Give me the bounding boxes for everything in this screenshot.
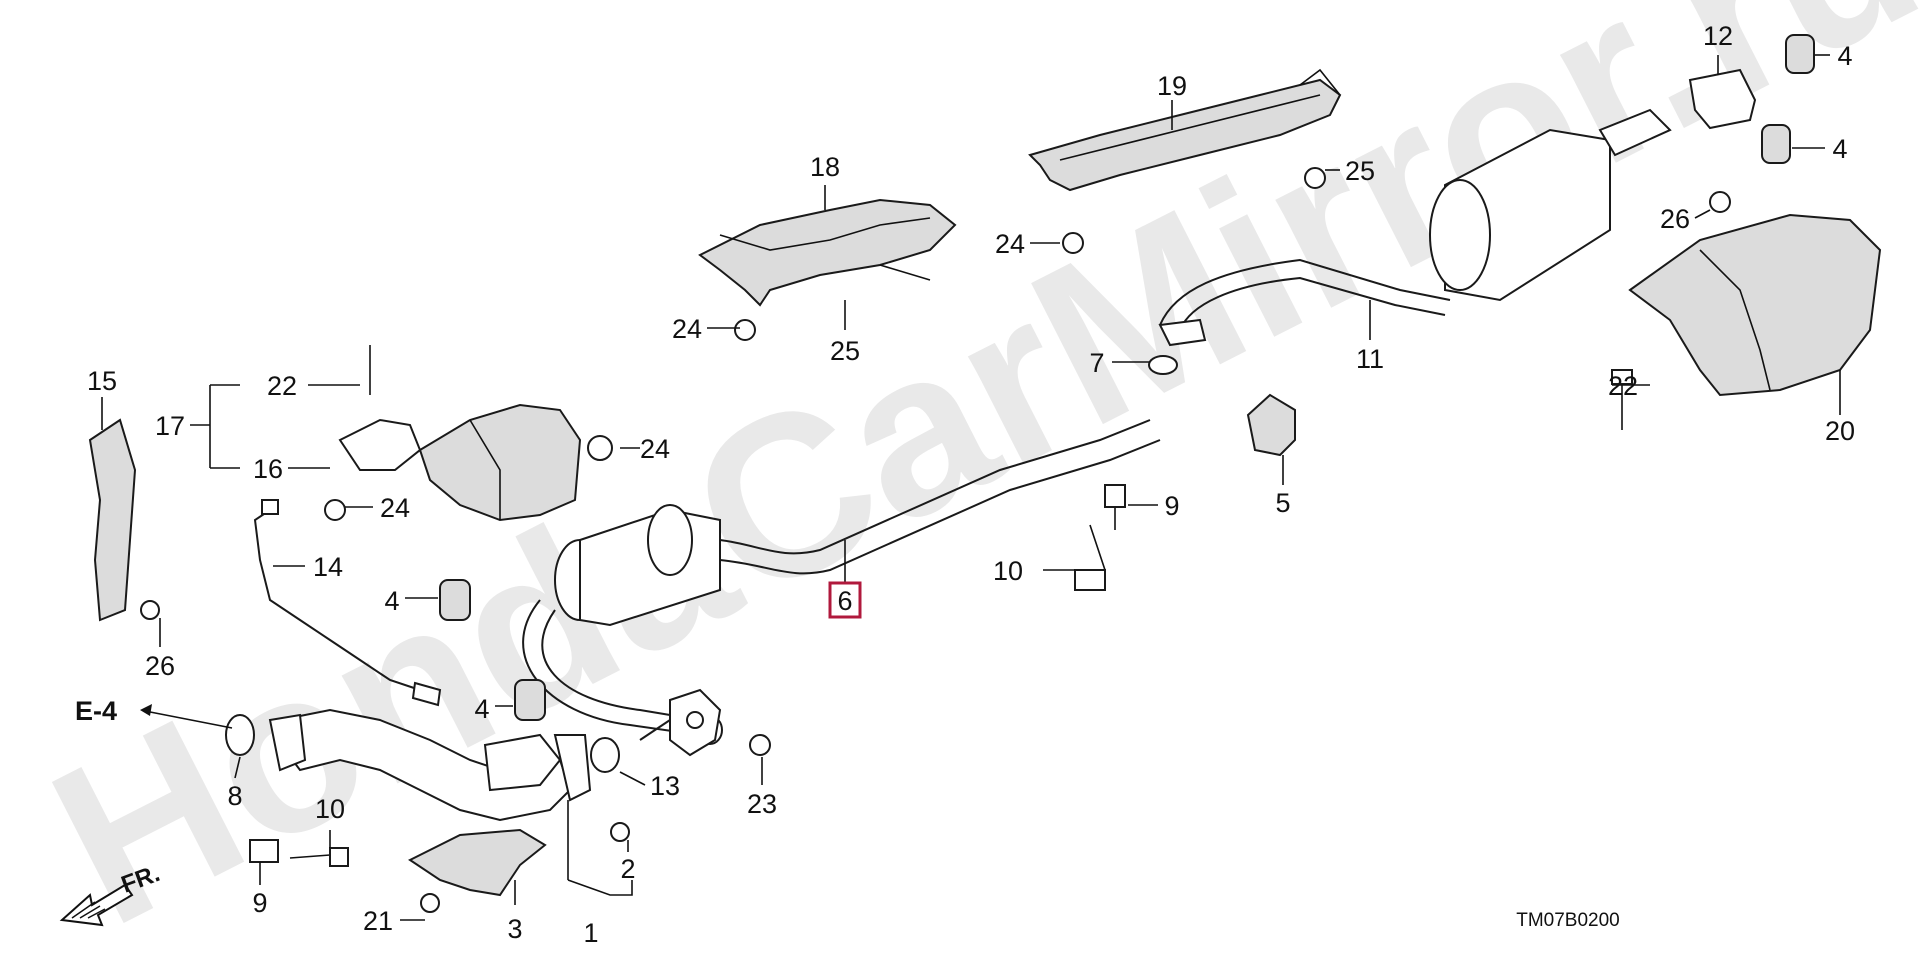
leader-lines <box>101 54 1841 921</box>
label-part-20: 20 <box>1825 416 1855 446</box>
stay-15 <box>88 418 137 622</box>
label-part-19: 19 <box>1157 71 1187 101</box>
gaskets <box>225 355 1178 773</box>
part-6-hotspot[interactable]: 6 <box>828 581 862 619</box>
diagram-code: TM07B0200 <box>1516 910 1620 931</box>
part-labels: 1 2 3 4 4 4 4 5 7 8 9 9 10 10 11 12 13 1… <box>87 21 1855 948</box>
label-part-4-d: 4 <box>1832 134 1847 164</box>
label-part-22-b: 22 <box>1608 371 1638 401</box>
label-part-25-a: 25 <box>830 336 860 366</box>
label-part-9-a: 9 <box>1164 491 1179 521</box>
label-part-15: 15 <box>87 366 117 396</box>
hanger-5 <box>1246 393 1296 457</box>
label-part-2: 2 <box>620 854 635 884</box>
label-part-24-c: 24 <box>640 434 670 464</box>
flange-23 <box>639 688 722 757</box>
label-part-4-c: 4 <box>1837 41 1852 71</box>
label-part-21: 21 <box>363 906 393 936</box>
label-part-18: 18 <box>810 152 840 182</box>
label-part-14: 14 <box>313 552 343 582</box>
heat-shield-19 <box>1028 68 1342 192</box>
label-part-4-a: 4 <box>384 586 399 616</box>
reference-link-e4[interactable]: E-4 <box>75 696 117 726</box>
label-part-9-b: 9 <box>252 888 267 918</box>
label-part-11: 11 <box>1356 344 1384 374</box>
label-part-1: 1 <box>583 918 598 948</box>
sleeve-12 <box>1688 68 1757 130</box>
label-part-4-b: 4 <box>474 694 489 724</box>
lower-cover-3 <box>408 828 547 897</box>
label-part-17: 17 <box>155 411 185 441</box>
sensor-cable-14 <box>253 499 442 707</box>
label-part-10-b: 10 <box>315 794 345 824</box>
label-part-24-b: 24 <box>995 229 1025 259</box>
label-part-25-b: 25 <box>1345 156 1375 186</box>
label-part-10-a: 10 <box>993 556 1023 586</box>
label-part-7: 7 <box>1089 348 1104 378</box>
label-part-26-b: 26 <box>145 651 175 681</box>
label-part-24-d: 24 <box>380 493 410 523</box>
label-part-3: 3 <box>507 914 522 944</box>
heat-shield-18 <box>698 198 957 307</box>
label-part-24-a: 24 <box>672 314 702 344</box>
label-part-12: 12 <box>1703 21 1733 51</box>
label-part-6[interactable]: 6 <box>837 586 852 616</box>
catalytic-converter-1 <box>268 708 592 822</box>
rubber-mount-4 <box>439 34 1815 721</box>
label-part-5: 5 <box>1275 488 1290 518</box>
heat-shield-20 <box>1628 213 1882 397</box>
label-part-22-a: 22 <box>267 371 297 401</box>
label-part-8: 8 <box>227 781 242 811</box>
label-part-26-a: 26 <box>1660 204 1690 234</box>
label-part-16: 16 <box>253 454 283 484</box>
tail-pipe-11 <box>1158 108 1672 347</box>
front-heat-cover-17 <box>338 403 582 522</box>
bolts-and-springs <box>140 167 1731 913</box>
label-part-13: 13 <box>650 771 680 801</box>
label-part-23: 23 <box>747 789 777 819</box>
